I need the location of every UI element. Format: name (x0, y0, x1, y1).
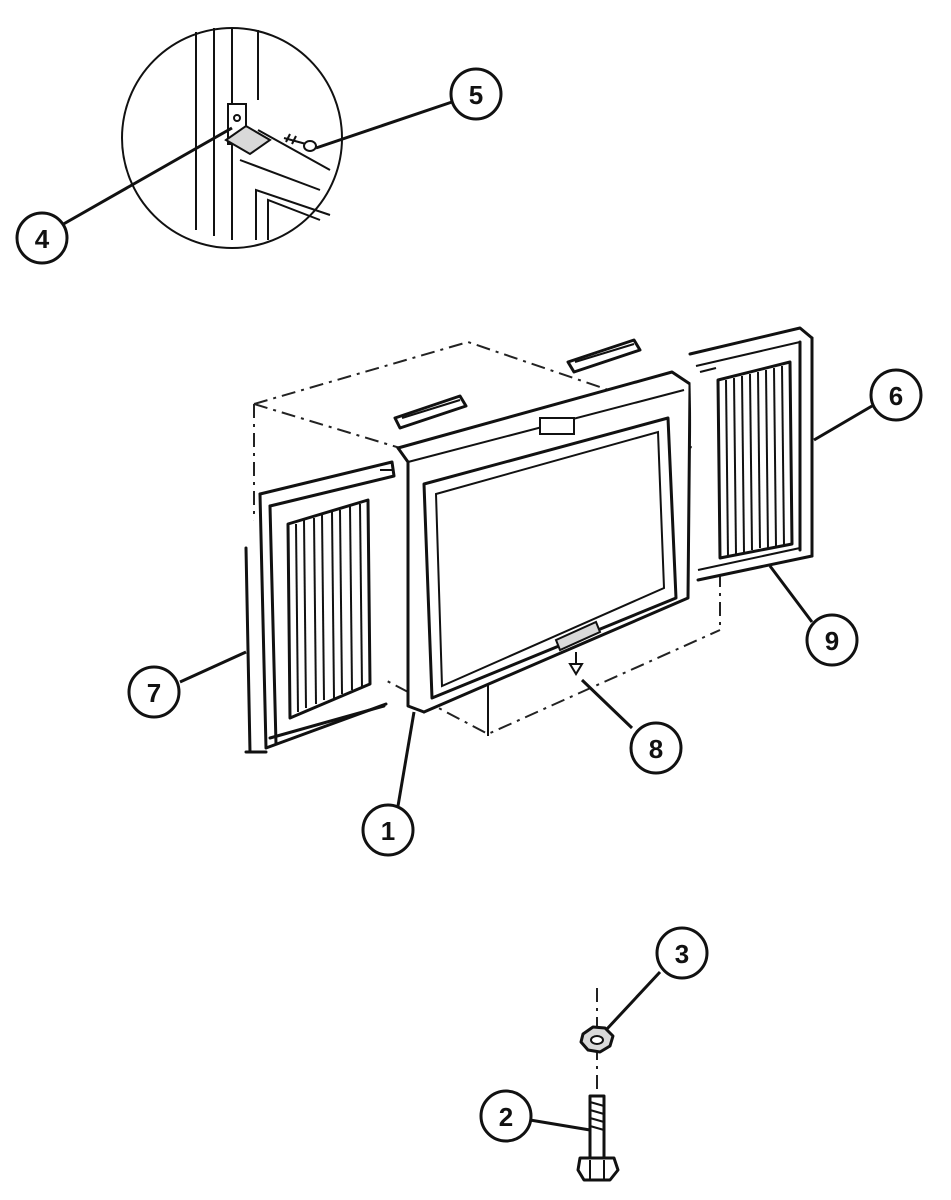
callout-3: 3 (655, 926, 709, 980)
hex-nut (579, 1025, 615, 1054)
bolt-and-nut (576, 988, 620, 1182)
callout-7: 7 (127, 665, 181, 719)
callout-9: 9 (805, 613, 859, 667)
callout-1-label: 1 (381, 816, 395, 846)
leader-lines (59, 100, 873, 1132)
callout-1: 1 (361, 803, 415, 857)
callout-6: 6 (869, 368, 923, 422)
corner-bracket (224, 103, 272, 156)
front-frame (396, 370, 692, 714)
leader-9 (768, 565, 814, 623)
callout-8-label: 8 (649, 734, 663, 764)
callout-4-label: 4 (35, 224, 50, 254)
left-louver-panel (244, 460, 396, 754)
hex-bolt (576, 1094, 620, 1182)
callout-5: 5 (449, 67, 503, 121)
callout-9-label: 9 (825, 626, 839, 656)
right-louver-panel (688, 326, 814, 582)
leader-7 (179, 650, 247, 684)
leader-2 (529, 1118, 591, 1132)
leader-3 (604, 970, 662, 1032)
leader-8 (580, 678, 634, 730)
callout-4: 4 (15, 211, 69, 265)
callout-2-label: 2 (499, 1102, 513, 1132)
callout-7-label: 7 (147, 678, 161, 708)
frame-screw (568, 652, 584, 676)
leader-1 (396, 711, 416, 807)
detail-magnifier (121, 27, 343, 249)
top-slide-rails (393, 338, 642, 430)
bracket-screw (283, 133, 317, 152)
leader-4 (59, 126, 233, 228)
leader-6 (813, 404, 873, 442)
callout-2: 2 (479, 1089, 533, 1143)
callout-6-label: 6 (889, 381, 903, 411)
callout-5-label: 5 (469, 80, 483, 110)
callout-3-label: 3 (675, 939, 689, 969)
leader-5 (315, 100, 453, 150)
callout-8: 8 (629, 721, 683, 775)
